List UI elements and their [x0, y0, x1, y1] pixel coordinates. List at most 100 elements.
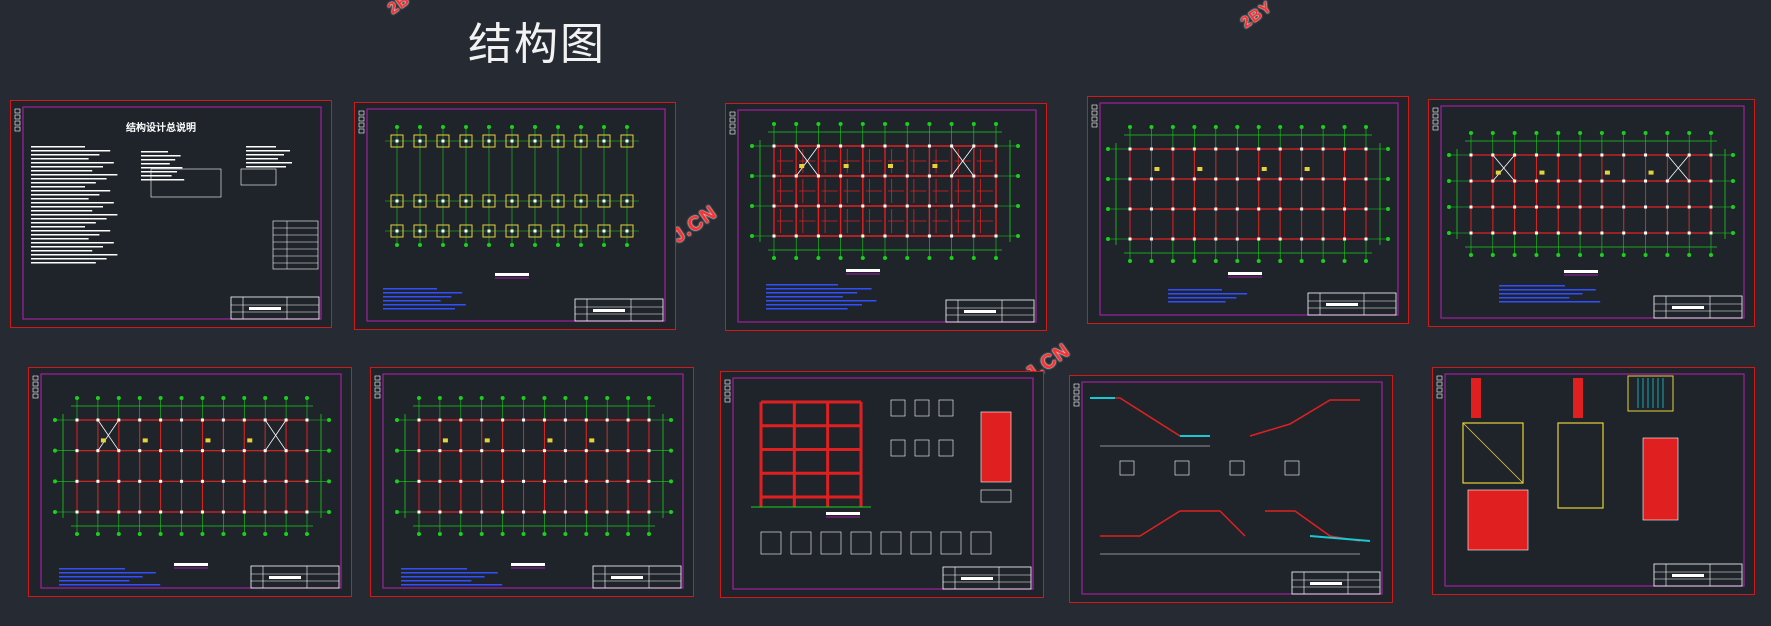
column: [418, 199, 422, 203]
axis-bubble: [1106, 177, 1110, 181]
note-line: [31, 210, 93, 212]
column: [1534, 179, 1538, 183]
binding-mark: [1073, 389, 1080, 395]
column: [861, 144, 865, 148]
column: [522, 510, 526, 514]
column: [579, 229, 583, 233]
column: [159, 449, 163, 453]
column: [459, 479, 463, 483]
column: [200, 510, 204, 514]
axis-bubble: [510, 243, 514, 247]
note-line: [1499, 285, 1565, 287]
column: [221, 449, 225, 453]
column: [861, 204, 865, 208]
axis-bubble: [533, 243, 537, 247]
axis-bubble: [542, 396, 547, 400]
inner-border: [1440, 105, 1745, 319]
column: [772, 144, 776, 148]
column: [1321, 177, 1325, 181]
axis-bubble: [994, 122, 998, 126]
drawing-sheet[interactable]: [725, 103, 1047, 331]
note-line: [1168, 301, 1226, 303]
column: [221, 479, 225, 483]
axis-bubble: [327, 510, 331, 514]
column: [1622, 179, 1626, 183]
column: [556, 229, 560, 233]
column: [533, 139, 537, 143]
column: [602, 229, 606, 233]
note-line: [141, 171, 177, 173]
note-line: [31, 170, 93, 172]
axis-bubble: [1256, 125, 1261, 129]
axis-bubble: [1170, 259, 1175, 263]
column: [522, 418, 526, 422]
note-line: [31, 234, 100, 236]
title-block: [945, 299, 1035, 323]
title-block-text: [964, 310, 996, 313]
drawing-sheet[interactable]: [28, 367, 352, 597]
axis-bubble: [750, 144, 754, 148]
axis-bubble: [487, 243, 491, 247]
opening-mark: [264, 419, 287, 451]
binding-mark: [729, 129, 736, 135]
axis-bubble: [221, 396, 226, 400]
column: [510, 139, 514, 143]
binding-mark: [1436, 387, 1443, 393]
note-line: [383, 308, 455, 310]
column: [950, 144, 954, 148]
note-line: [141, 179, 185, 181]
column: [159, 510, 163, 514]
binding-mark: [724, 385, 731, 391]
axis-bubble: [200, 396, 205, 400]
column: [1600, 231, 1604, 235]
column: [1149, 147, 1153, 151]
axis-bubble: [883, 256, 887, 260]
column: [1556, 205, 1560, 209]
drawing-sheet[interactable]: [1069, 375, 1393, 603]
column: [772, 204, 776, 208]
axis-bubble: [53, 418, 57, 422]
title-block-text: [593, 309, 625, 312]
column: [1469, 205, 1473, 209]
note-line: [766, 304, 862, 306]
column: [1214, 147, 1218, 151]
drawing-sheet[interactable]: [370, 367, 694, 597]
axis-bubble: [1321, 259, 1326, 263]
axis-bubble: [458, 532, 463, 536]
axis-bubble: [1731, 179, 1735, 183]
drawing-sheet[interactable]: [354, 102, 676, 330]
column: [625, 199, 629, 203]
inner-border: [22, 106, 322, 320]
column: [794, 204, 798, 208]
column: [159, 418, 163, 422]
drawing-sheet[interactable]: [1087, 96, 1409, 324]
column: [1300, 177, 1304, 181]
label-tag: [1261, 167, 1267, 171]
binding-mark: [1073, 383, 1080, 389]
column: [501, 510, 505, 514]
footing: [413, 134, 427, 148]
binding-mark: [1436, 393, 1443, 399]
axis-bubble: [971, 122, 976, 126]
binding-mark: [358, 122, 365, 128]
note-line: [141, 163, 170, 165]
drawing-sheet[interactable]: [720, 371, 1044, 598]
axis-bubble: [479, 396, 484, 400]
column: [647, 449, 651, 453]
binding-mark: [1073, 401, 1080, 407]
axis-bubble: [479, 532, 484, 536]
column: [647, 510, 651, 514]
drawing-sheet[interactable]: 结构设计总说明: [10, 100, 332, 328]
axis-bubble: [602, 243, 606, 247]
note-line: [59, 572, 156, 574]
drawing-sheet[interactable]: [1432, 367, 1755, 595]
column: [1578, 179, 1582, 183]
rebar-schedule: [1467, 489, 1529, 551]
drawing-sheet[interactable]: [1428, 99, 1755, 327]
axis-bubble: [949, 256, 954, 260]
title-block: [1291, 571, 1381, 595]
axis-bubble: [556, 125, 560, 129]
column: [1469, 231, 1473, 235]
footing: [390, 224, 404, 238]
column: [284, 510, 288, 514]
